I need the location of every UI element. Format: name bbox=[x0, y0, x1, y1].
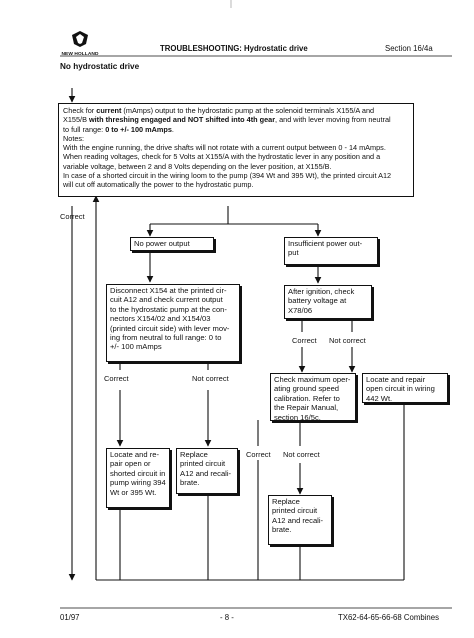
locate-shorted-circuit-box: Locate and re- pair open or shorted circ… bbox=[106, 448, 170, 508]
check-ground-line-4: the Repair Manual, bbox=[274, 403, 339, 413]
procedure-subtitle: No hydrostatic drive bbox=[60, 62, 140, 71]
new-holland-logo: NEW HOLLAND bbox=[60, 30, 100, 58]
no-power-output-text: No power output bbox=[134, 239, 190, 248]
insufficient-line-1: Insufficient power out- bbox=[288, 239, 363, 248]
brand-name: NEW HOLLAND bbox=[61, 52, 99, 57]
replace-left-line-1: Replace bbox=[180, 450, 208, 459]
replace-left-line-3: A12 and recali- bbox=[180, 468, 232, 478]
replace-circuit-box-bottom: Replace printed circuit A12 and recali- … bbox=[268, 495, 332, 545]
replace-left-line-4: brate. bbox=[180, 478, 200, 488]
insufficient-power-box: Insufficient power out- put bbox=[284, 237, 378, 265]
after-ignition-line-3: X78/06 bbox=[288, 305, 313, 315]
disconnect-line-4: nectors X154/02 and X154/03 bbox=[110, 314, 211, 324]
page-title: TROUBLESHOOTING: Hydrostatic drive bbox=[160, 44, 308, 53]
locate-short-line-4: pump wiring 394 bbox=[110, 478, 166, 488]
locate-open-line-1: Locate and repair bbox=[366, 375, 426, 384]
label-correct-disconnect: Correct bbox=[104, 374, 129, 383]
label-not-correct-calibration: Not correct bbox=[283, 450, 320, 459]
disconnect-line-1: Disconnect X154 at the printed cir- bbox=[110, 286, 227, 295]
label-not-correct-disconnect: Not correct bbox=[192, 374, 229, 383]
after-ignition-line-2: battery voltage at bbox=[288, 296, 347, 306]
check-ground-line-1: Check maximum oper- bbox=[274, 375, 351, 384]
main-line-1: Check for current (mAmps) output to the … bbox=[63, 106, 375, 115]
locate-short-line-5: Wt or 395 Wt. bbox=[110, 487, 157, 497]
footer-date: 01/97 bbox=[60, 613, 80, 622]
locate-short-line-2: pair open or bbox=[110, 459, 151, 469]
locate-open-line-2: open circuit in wiring bbox=[366, 384, 435, 394]
note-short-circuit-2: will cut off automatically the power to … bbox=[63, 180, 254, 190]
locate-short-line-3: shorted circuit in bbox=[110, 468, 166, 478]
disconnect-line-5: (printed circuit side) with lever mov- bbox=[110, 323, 230, 333]
locate-open-line-3: 442 Wt. bbox=[366, 393, 393, 403]
locate-short-line-1: Locate and re- bbox=[110, 450, 159, 459]
main-line-2: X155/B with threshing engaged and NOT sh… bbox=[63, 115, 391, 125]
disconnect-line-2: cuit A12 and check current output bbox=[110, 295, 223, 305]
notes-heading: Notes: bbox=[63, 133, 85, 143]
check-ground-line-5: section 16/5c. bbox=[274, 412, 321, 422]
note-engine-running: With the engine running, the drive shaft… bbox=[63, 143, 386, 153]
section-number: Section 16/4a bbox=[385, 44, 433, 53]
after-ignition-line-1: After ignition, check bbox=[288, 287, 355, 296]
replace-bottom-line-3: A12 and recali- bbox=[272, 515, 324, 525]
replace-circuit-box-left: Replace printed circuit A12 and recali- … bbox=[176, 448, 238, 494]
disconnect-x154-box: Disconnect X154 at the printed cir- cuit… bbox=[106, 284, 240, 362]
disconnect-line-7: +/- 100 mAmps bbox=[110, 342, 162, 352]
locate-open-circuit-box: Locate and repair open circuit in wiring… bbox=[362, 373, 448, 403]
note-voltage-1: When reading voltages, check for 5 Volts… bbox=[63, 152, 381, 162]
insufficient-line-2: put bbox=[288, 248, 299, 258]
check-ground-line-2: ating ground speed bbox=[274, 384, 340, 394]
main-line-3: to full range: 0 to +/- 100 mAmps. bbox=[63, 124, 174, 134]
replace-bottom-line-4: brate. bbox=[272, 525, 292, 535]
leaf-emblem-icon bbox=[72, 31, 88, 47]
replace-bottom-line-2: printed circuit bbox=[272, 506, 318, 516]
replace-bottom-line-1: Replace bbox=[272, 497, 300, 506]
label-correct-calibration: Correct bbox=[246, 450, 271, 459]
note-voltage-2: variable voltage, between 2 and 8 Volts … bbox=[63, 161, 332, 171]
check-ground-speed-box: Check maximum oper- ating ground speed c… bbox=[270, 373, 356, 422]
note-short-circuit-1: In case of a shorted circuit in the wiri… bbox=[63, 171, 392, 181]
label-not-correct-ignition: Not correct bbox=[329, 336, 366, 345]
no-power-output-box: No power output bbox=[130, 237, 214, 251]
label-correct-main: Correct bbox=[60, 212, 85, 221]
disconnect-line-3: to the hydrostatic pump at the con- bbox=[110, 304, 227, 314]
footer-models: TX62-64-65-66-68 Combines bbox=[338, 613, 439, 622]
check-ground-line-3: calibration. Refer to bbox=[274, 393, 340, 403]
label-correct-ignition: Correct bbox=[292, 336, 317, 345]
main-check-box: Check for current (mAmps) output to the … bbox=[58, 103, 414, 197]
disconnect-line-6: ing from neutral to full range: 0 to bbox=[110, 333, 222, 343]
replace-left-line-2: printed circuit bbox=[180, 459, 226, 469]
footer-page-number: - 8 - bbox=[220, 613, 234, 622]
after-ignition-box: After ignition, check battery voltage at… bbox=[284, 285, 372, 319]
